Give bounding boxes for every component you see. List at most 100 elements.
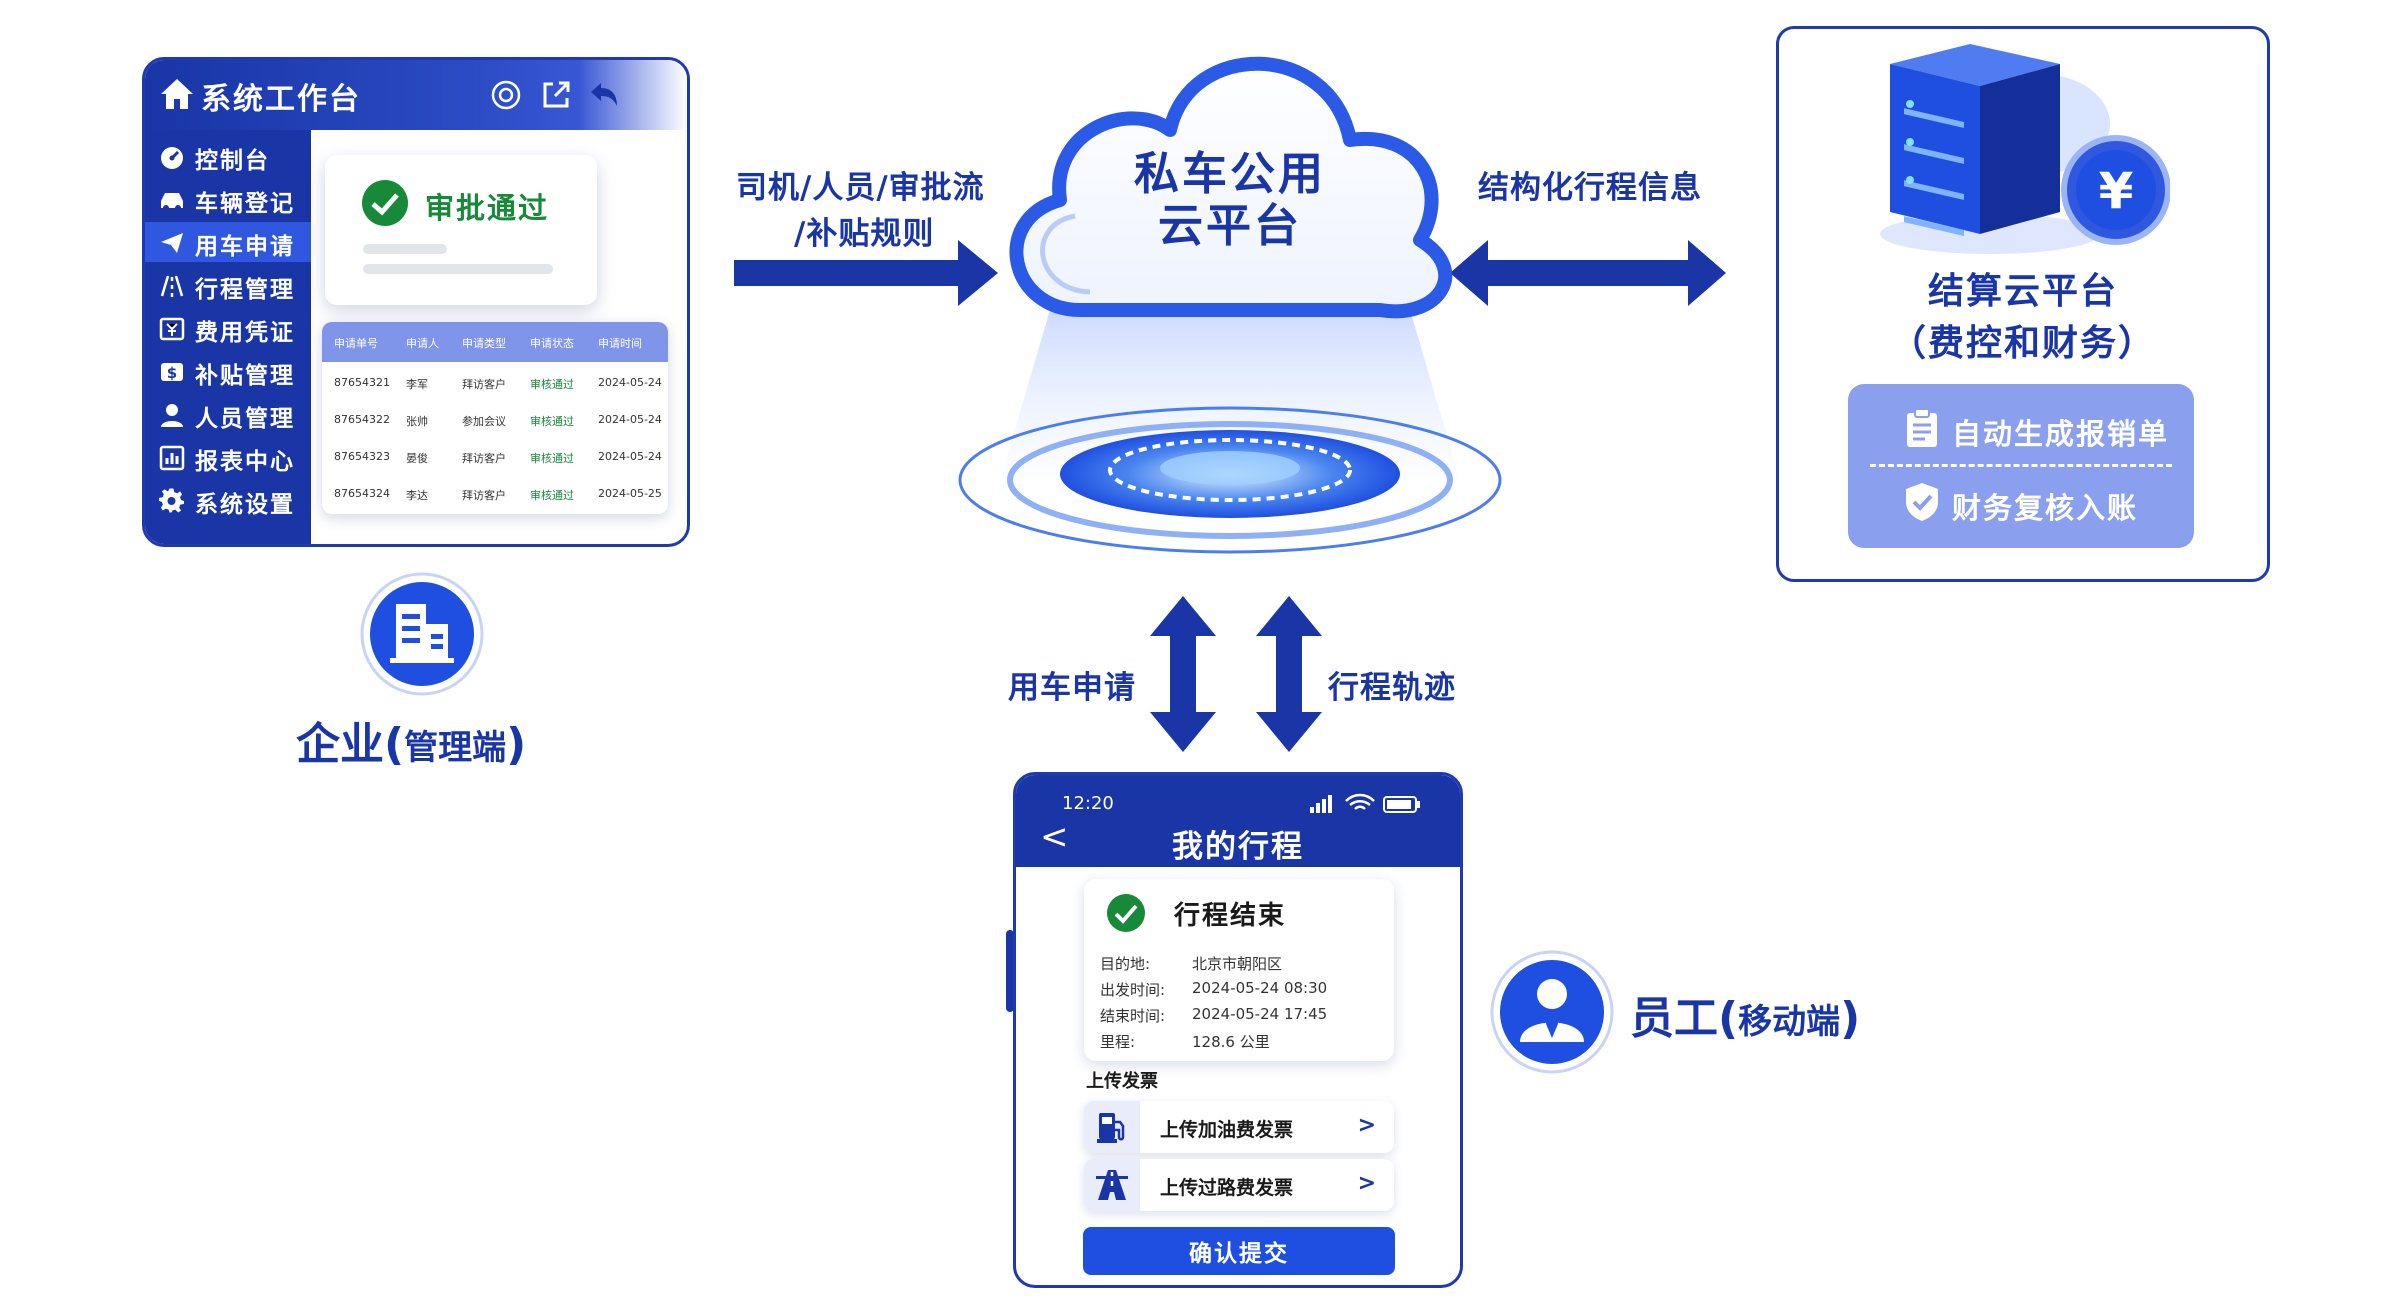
trip-status-title: 行程结束: [1174, 901, 1287, 931]
chevron-right-icon: >: [1357, 1171, 1376, 1196]
table-cell: 2024-05-25: [598, 487, 662, 500]
sidebar-item-settings[interactable]: 系统设置: [145, 480, 311, 520]
check-circle-icon: [362, 180, 408, 226]
table-cell: 参加会议: [462, 415, 506, 428]
employee-avatar-icon: [1490, 950, 1614, 1074]
settings-circle-icon[interactable]: [489, 78, 523, 112]
shield-check-icon: [1906, 483, 1938, 521]
placeholder-bar: [363, 264, 553, 274]
table-row[interactable]: 87654321 李军 拜访客户 审核通过 2024-05-24: [322, 364, 668, 401]
sidebar-item-label: 费用凭证: [195, 320, 295, 346]
back-arrow-icon[interactable]: [587, 78, 621, 112]
status-time: 12:20: [1062, 793, 1114, 814]
fuel-pump-icon: [1097, 1113, 1125, 1143]
table-header-cell: 申请类型: [462, 337, 506, 350]
chevron-right-icon: >: [1357, 1113, 1376, 1138]
table-cell: 李军: [406, 378, 428, 391]
sidebar-item-car-request[interactable]: 用车申请: [145, 222, 311, 262]
flow-label-config-2: /补贴规则: [794, 216, 935, 252]
finance-review-item[interactable]: 财务复核入账: [1848, 468, 2194, 538]
flow-label-config: 司机/人员/审批流: [736, 170, 985, 206]
table-cell: 87654324: [334, 487, 390, 500]
home-icon[interactable]: [157, 74, 197, 114]
status-badge: 审核通过: [530, 489, 574, 502]
table-row[interactable]: 87654323 晏俊 拜访客户 审核通过 2024-05-24: [322, 438, 668, 475]
sidebar-item-label: 车辆登记: [195, 191, 295, 217]
upload-section-title: 上传发票: [1086, 1071, 1158, 1092]
trip-detail-value: 128.6 公里: [1192, 1033, 1270, 1051]
auto-reimbursement-item[interactable]: 自动生成报销单: [1848, 394, 2194, 464]
role-label-close: ): [1840, 993, 1861, 1044]
user-icon: [161, 404, 183, 427]
status-badge: 审核通过: [530, 378, 574, 391]
table-cell: 87654321: [334, 376, 390, 389]
enterprise-role-label: 企业(管理端): [296, 708, 526, 772]
table-cell: 晏俊: [406, 452, 428, 465]
flow-label-trip-track: 行程轨迹: [1328, 670, 1456, 706]
admin-title: 系统工作台: [201, 82, 361, 117]
export-icon[interactable]: [539, 78, 573, 112]
dashed-divider: [1870, 464, 2172, 467]
server-money-icon: ¥: [1880, 44, 2170, 254]
sidebar-item-label: 人员管理: [195, 406, 295, 432]
sidebar-item-trip[interactable]: 行程管理: [145, 265, 311, 305]
subsidy-icon: $: [161, 363, 183, 382]
flow-label-car-request: 用车申请: [1008, 670, 1136, 706]
enterprise-building-icon: [360, 572, 484, 696]
report-icon: [159, 445, 185, 471]
approval-text: 审批通过: [425, 191, 550, 225]
table-row[interactable]: 87654324 李达 拜访客户 审核通过 2024-05-25: [322, 475, 668, 512]
flow-label-structured: 结构化行程信息: [1478, 170, 1702, 206]
sidebar-item-label: 报表中心: [195, 449, 295, 475]
cloud-platform-graphic: [958, 56, 1502, 554]
table-cell: 2024-05-24: [598, 413, 662, 426]
back-button[interactable]: <: [1040, 817, 1069, 857]
role-label-sub: 移动端: [1738, 1002, 1841, 1042]
request-table: 申请单号 申请人 申请类型 申请状态 申请时间 87654321 李军 拜访客户…: [322, 322, 668, 514]
phone-side-button: [1006, 930, 1014, 1012]
cloud-title-line2: 云平台: [1157, 199, 1302, 252]
updown-arrow-icon: [1256, 596, 1322, 752]
sidebar-item-reports[interactable]: 报表中心: [145, 437, 311, 477]
table-cell: 87654322: [334, 413, 390, 426]
voucher-icon: [159, 317, 185, 341]
table-row[interactable]: 87654322 张帅 参加会议 审核通过 2024-05-24: [322, 401, 668, 438]
currency-symbol: ¥: [2099, 162, 2134, 220]
role-label-main: 员工(: [1630, 993, 1739, 1044]
upload-label: 上传过路费发票: [1160, 1177, 1294, 1199]
double-arrow-icon: [1450, 240, 1726, 306]
table-cell: 拜访客户: [462, 378, 506, 391]
placeholder-bar: [363, 244, 447, 254]
gear-icon: [159, 488, 184, 513]
trip-detail-key: 目的地:: [1100, 955, 1151, 973]
updown-arrow-icon: [1150, 596, 1216, 752]
cloud-title-line1: 私车公用: [1133, 147, 1326, 200]
sidebar-item-label: 行程管理: [195, 277, 295, 303]
admin-window: 系统工作台 控制台 车辆登记 用车申请 行程管理: [142, 57, 690, 547]
admin-sidebar: 控制台 车辆登记 用车申请 行程管理 费用凭证 $ 补贴管理 人员管理 报表中心: [145, 130, 311, 544]
confirm-submit-button[interactable]: 确认提交: [1083, 1227, 1395, 1275]
trip-detail-value: 北京市朝阳区: [1192, 955, 1283, 973]
status-badge: 审核通过: [530, 415, 574, 428]
svg-text:$: $: [167, 364, 177, 382]
sidebar-item-dashboard[interactable]: 控制台: [145, 136, 311, 176]
sidebar-item-users[interactable]: 人员管理: [145, 394, 311, 434]
phone-header: 12:20 < 我的行程: [1016, 775, 1460, 867]
table-cell: 2024-05-24: [598, 376, 662, 389]
admin-titlebar: 系统工作台: [145, 60, 687, 130]
table-cell: 拜访客户: [462, 452, 506, 465]
sidebar-item-label: 系统设置: [195, 492, 295, 518]
role-label-sub: 管理端: [404, 728, 507, 768]
upload-toll-invoice[interactable]: 上传过路费发票 >: [1084, 1159, 1394, 1211]
trip-detail-key: 结束时间:: [1100, 1007, 1166, 1025]
arrow-right-icon: [734, 240, 998, 306]
upload-fuel-invoice[interactable]: 上传加油费发票 >: [1084, 1101, 1394, 1153]
car-icon: [161, 193, 183, 211]
sidebar-item-subsidy[interactable]: $ 补贴管理: [145, 351, 311, 391]
sidebar-item-voucher[interactable]: 费用凭证: [145, 308, 311, 348]
trip-detail-key: 出发时间:: [1100, 981, 1166, 999]
sidebar-item-label: 用车申请: [195, 234, 295, 260]
sidebar-item-vehicle[interactable]: 车辆登记: [145, 179, 311, 219]
sidebar-item-label: 补贴管理: [195, 363, 295, 389]
action-label: 自动生成报销单: [1952, 417, 2170, 451]
